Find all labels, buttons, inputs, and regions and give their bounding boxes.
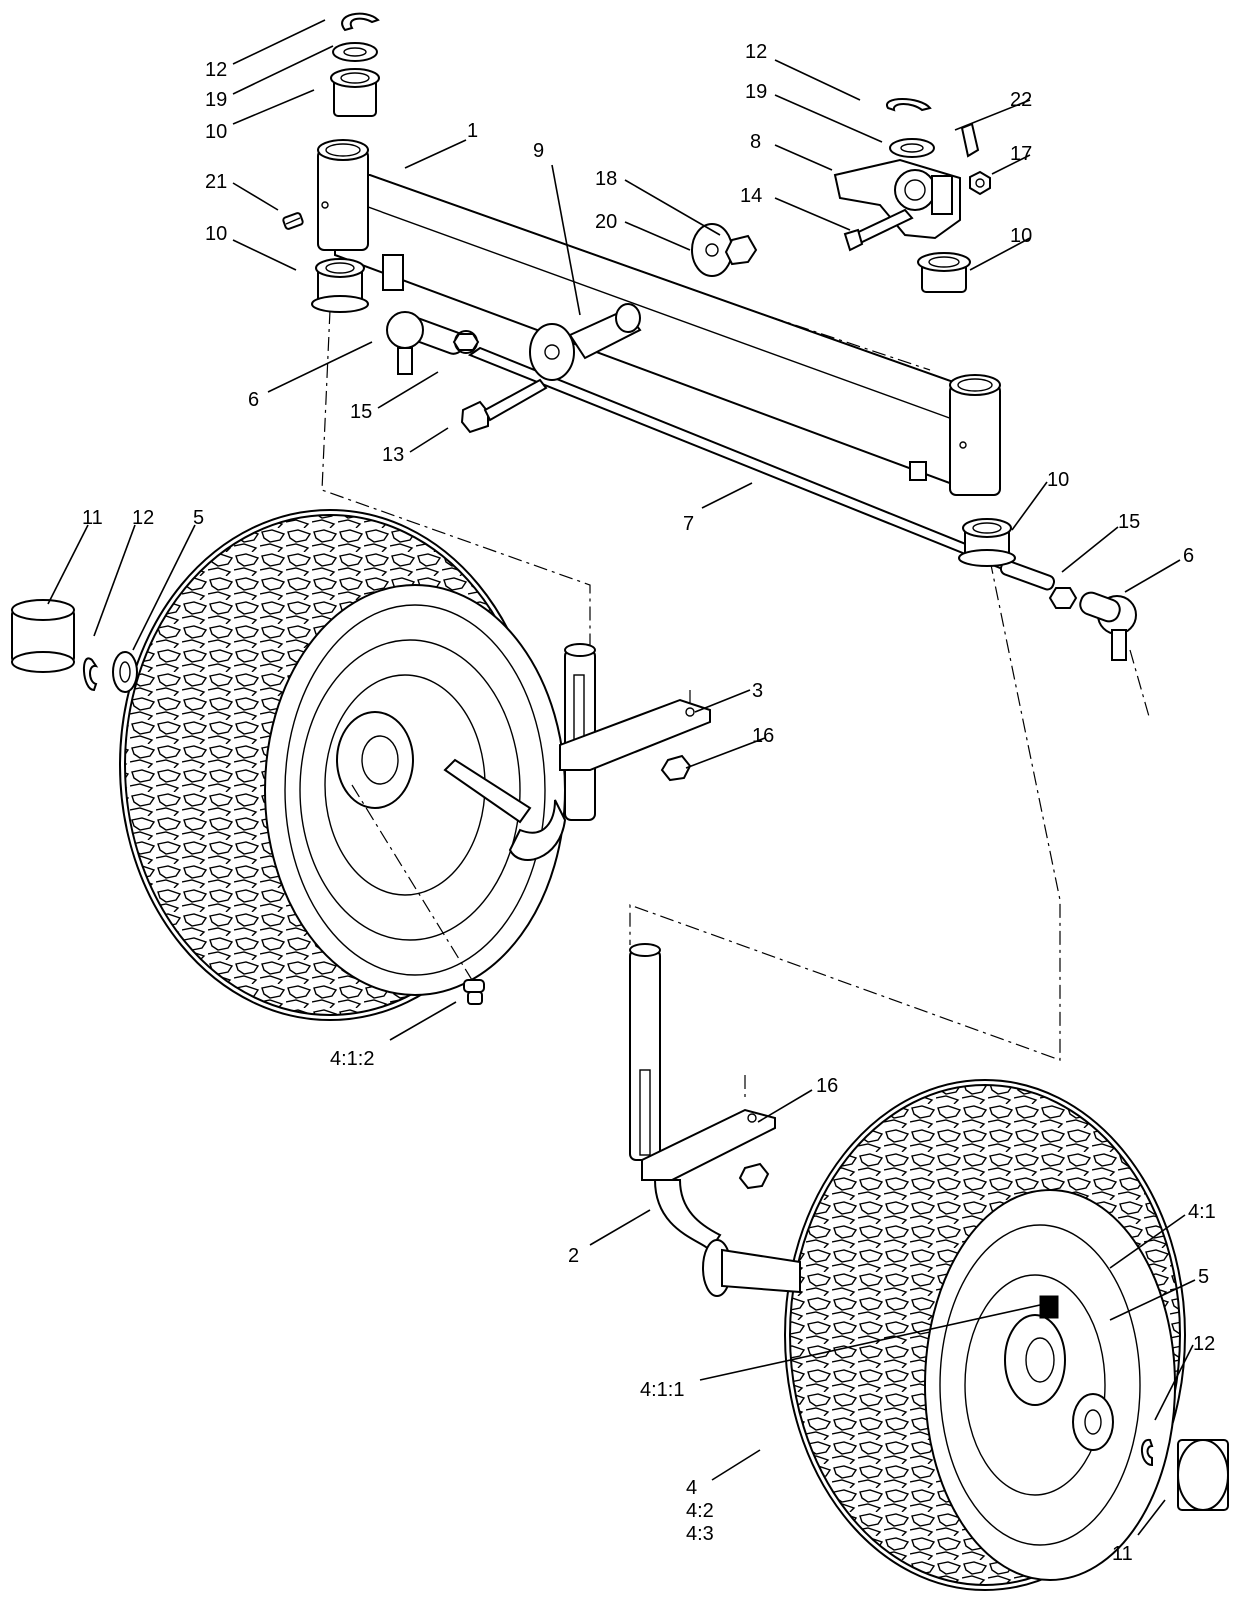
right-wheel: [784, 1079, 1186, 1591]
callout-6-right: 6: [1183, 545, 1194, 567]
callout-12-top: 12: [205, 59, 227, 81]
callout-9: 9: [533, 140, 544, 162]
bushing-10-right: [917, 252, 971, 293]
hub-cap-11-left: [11, 599, 75, 673]
washer-5-left: [112, 651, 138, 693]
callout-5-left: 5: [193, 507, 204, 529]
nut-16-bottom: [738, 1162, 770, 1190]
callout-12-right: 12: [745, 41, 767, 63]
washer-20: [691, 223, 733, 277]
callout-21: 21: [205, 171, 227, 193]
nut-18: [724, 234, 758, 266]
key-22: [960, 122, 980, 158]
callout-12-bottom: 12: [1193, 1333, 1215, 1355]
bolt-13: [460, 378, 548, 434]
callout-16-top: 16: [752, 725, 774, 747]
washer-5-right: [1072, 1393, 1114, 1451]
callout-4: 4: [686, 1477, 697, 1499]
callout-19-top: 19: [205, 89, 227, 111]
e-clip-12-right: [886, 98, 932, 112]
callout-10-top: 10: [205, 121, 227, 143]
callout-13: 13: [382, 444, 404, 466]
callout-15-right: 15: [1118, 511, 1140, 533]
callout-1: 1: [467, 120, 478, 142]
callout-18: 18: [595, 168, 617, 190]
e-clip-12-bottom: [1141, 1439, 1154, 1467]
bushing-10-left: [311, 258, 369, 313]
steering-arm-8: [833, 158, 961, 252]
callout-22: 22: [1010, 89, 1032, 111]
callout-2: 2: [568, 1245, 579, 1267]
left-wheel: [119, 509, 566, 1021]
callout-3: 3: [752, 680, 763, 702]
spacer-9: [529, 303, 642, 381]
callout-5-right: 5: [1198, 1266, 1209, 1288]
callout-10-left: 10: [205, 223, 227, 245]
bushing-10-top: [330, 68, 380, 117]
callout-10-mid: 10: [1047, 469, 1069, 491]
grease-fitting-21: [282, 212, 304, 230]
bushing-10-mid: [958, 518, 1016, 567]
callout-19-right: 19: [745, 81, 767, 103]
callout-4-1-2: 4:1:2: [330, 1048, 374, 1070]
callout-4-3: 4:3: [686, 1523, 714, 1545]
spindle-3: [443, 643, 711, 861]
leader-lines: [47, 19, 1196, 1536]
callout-20: 20: [595, 211, 617, 233]
callout-4-2: 4:2: [686, 1500, 714, 1522]
callout-16-bottom: 16: [816, 1075, 838, 1097]
spindle-2: [629, 943, 801, 1297]
callout-6-left: 6: [248, 389, 259, 411]
callout-4-1-1: 4:1:1: [640, 1379, 684, 1401]
hub-cap-11-bottom: [1177, 1439, 1229, 1511]
callout-12-left: 12: [132, 507, 154, 529]
callout-15-left: 15: [350, 401, 372, 423]
callout-17: 17: [1010, 143, 1032, 165]
callout-7: 7: [683, 513, 694, 535]
callout-14: 14: [740, 185, 762, 207]
callout-8: 8: [750, 131, 761, 153]
callout-11-bottom: 11: [1112, 1543, 1133, 1565]
e-clip-12-left: [82, 657, 99, 692]
callout-labels: 12 19 10 1 21 10 9 18 20 12 19 22 8 17 1…: [82, 41, 1216, 1565]
callout-10-right: 10: [1010, 225, 1032, 247]
washer-19-top: [332, 42, 378, 62]
callout-11-left: 11: [82, 507, 103, 529]
nut-16-top: [660, 754, 692, 782]
nut-17: [969, 170, 991, 196]
grease-fitting-4-1-2: [351, 784, 485, 1005]
front-axle-beam: [317, 139, 1001, 496]
washer-19-right: [889, 138, 935, 158]
e-clip-12-top: [341, 12, 380, 32]
callout-4-1: 4:1: [1188, 1201, 1216, 1223]
